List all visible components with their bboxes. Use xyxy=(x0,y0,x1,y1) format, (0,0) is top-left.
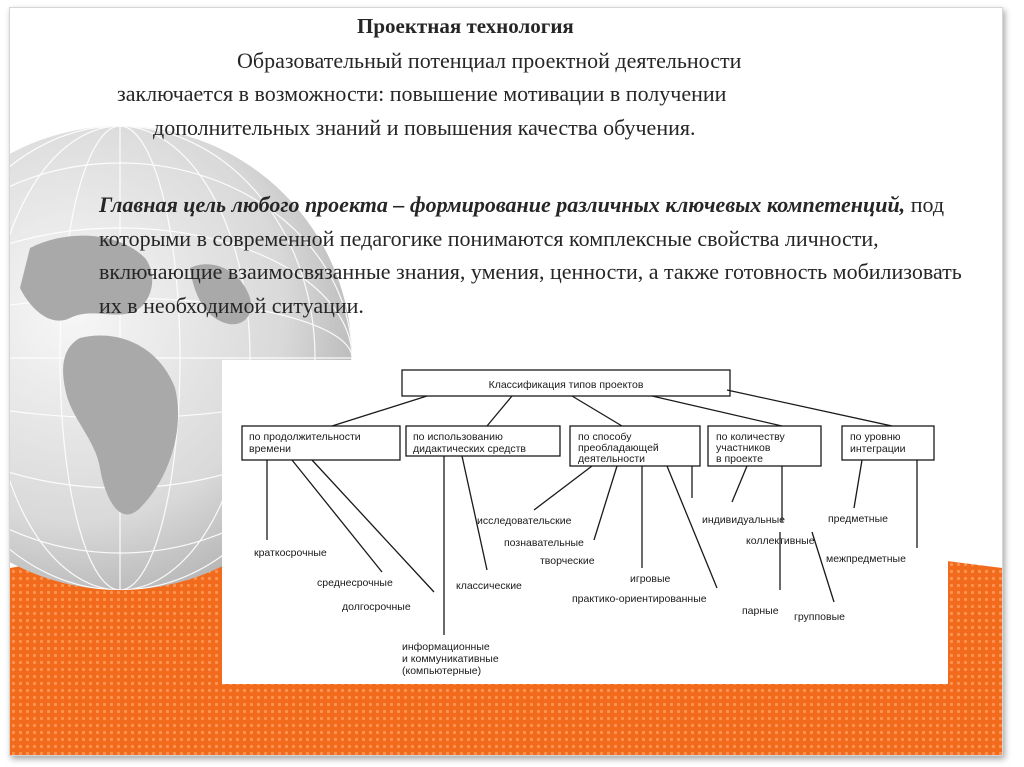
category-1-label: по продолжительности времени xyxy=(249,431,364,455)
category-box xyxy=(841,425,935,461)
connector xyxy=(533,465,593,511)
diagram-panel: Классификация типов проектов по продолжи… xyxy=(222,360,948,684)
category-2-label-line: по использованию xyxy=(413,431,503,443)
goal-emphasis: Главная цель любого проекта – формирован… xyxy=(99,192,906,217)
connector xyxy=(571,395,623,427)
connector xyxy=(853,459,863,509)
item-informational: информационные и коммуникативные (компью… xyxy=(402,641,502,677)
item-classic: классические xyxy=(456,580,522,592)
category-box xyxy=(707,425,822,467)
item-medium-term: среднесрочные xyxy=(317,577,393,589)
category-3-label-line: преобладающей xyxy=(578,442,659,454)
connector xyxy=(593,465,618,541)
intro-line-3: дополнительных знаний и повышения качест… xyxy=(153,115,696,140)
connector xyxy=(311,459,435,593)
category-1-label-line: времени xyxy=(249,443,291,455)
category-3-label-line: по способу xyxy=(578,431,632,443)
category-4-label: по количеству участников в проекте xyxy=(716,431,788,465)
item-short-term: краткосрочные xyxy=(254,547,327,559)
item-creative: творческие xyxy=(540,555,595,567)
item-individual: индивидуальные xyxy=(702,514,785,526)
category-5-label-line: по уровню xyxy=(850,431,901,443)
category-4-label-line: в проекте xyxy=(716,453,763,465)
category-5-label-line: интеграции xyxy=(850,443,906,455)
connector xyxy=(811,531,835,603)
item-interdisciplinary: межпредметные xyxy=(826,553,906,565)
connector xyxy=(331,395,428,427)
category-box xyxy=(241,425,401,461)
item-cognitive: познавательные xyxy=(504,537,584,549)
item-informational-line: информационные xyxy=(402,641,490,653)
root-label: Классификация типов проектов xyxy=(489,379,644,391)
category-3-label-line: деятельности xyxy=(578,453,645,465)
connector xyxy=(651,395,783,427)
connector xyxy=(731,465,748,503)
category-4-label-line: участников xyxy=(716,442,771,454)
goal-paragraph: Главная цель любого проекта – формирован… xyxy=(99,188,979,322)
item-subject: предметные xyxy=(828,513,888,525)
goal-text: под которыми в современной педагогике по… xyxy=(99,192,962,318)
connector xyxy=(666,465,718,589)
item-collective: коллективные xyxy=(746,535,815,547)
category-box xyxy=(569,425,701,467)
slide-title: Проектная технология xyxy=(357,14,574,38)
item-pair: парные xyxy=(742,605,779,617)
item-practice-oriented: практико-ориентированные xyxy=(572,593,707,605)
root-box xyxy=(401,369,731,397)
connector xyxy=(726,389,893,427)
connector xyxy=(291,459,383,573)
slide-frame: Проектная технология Образовательный пот… xyxy=(9,7,1003,756)
connector xyxy=(461,455,488,571)
project-classification-diagram: Классификация типов проектов по продолжи… xyxy=(241,369,935,677)
connector xyxy=(486,395,513,427)
intro-line-1: Образовательный потенциал проектной деят… xyxy=(237,48,742,73)
category-2-label-line: дидактических средств xyxy=(413,443,526,455)
item-game: игровые xyxy=(630,573,670,585)
item-informational-line: и коммуникативные xyxy=(402,653,499,665)
category-2-label: по использованию дидактических средств xyxy=(413,431,526,455)
category-5-label: по уровню интеграции xyxy=(850,431,906,455)
item-long-term: долгосрочные xyxy=(342,601,411,613)
intro-line-2: заключается в возможности: повышение мот… xyxy=(117,81,727,106)
category-box xyxy=(405,425,561,457)
category-3-label: по способу преобладающей деятельности xyxy=(578,431,662,465)
item-informational-line: (компьютерные) xyxy=(402,665,481,677)
item-group: групповые xyxy=(794,611,845,623)
category-4-label-line: по количеству xyxy=(716,431,785,443)
category-1-label-line: по продолжительности xyxy=(249,431,361,443)
item-research: исследовательские xyxy=(477,515,572,527)
